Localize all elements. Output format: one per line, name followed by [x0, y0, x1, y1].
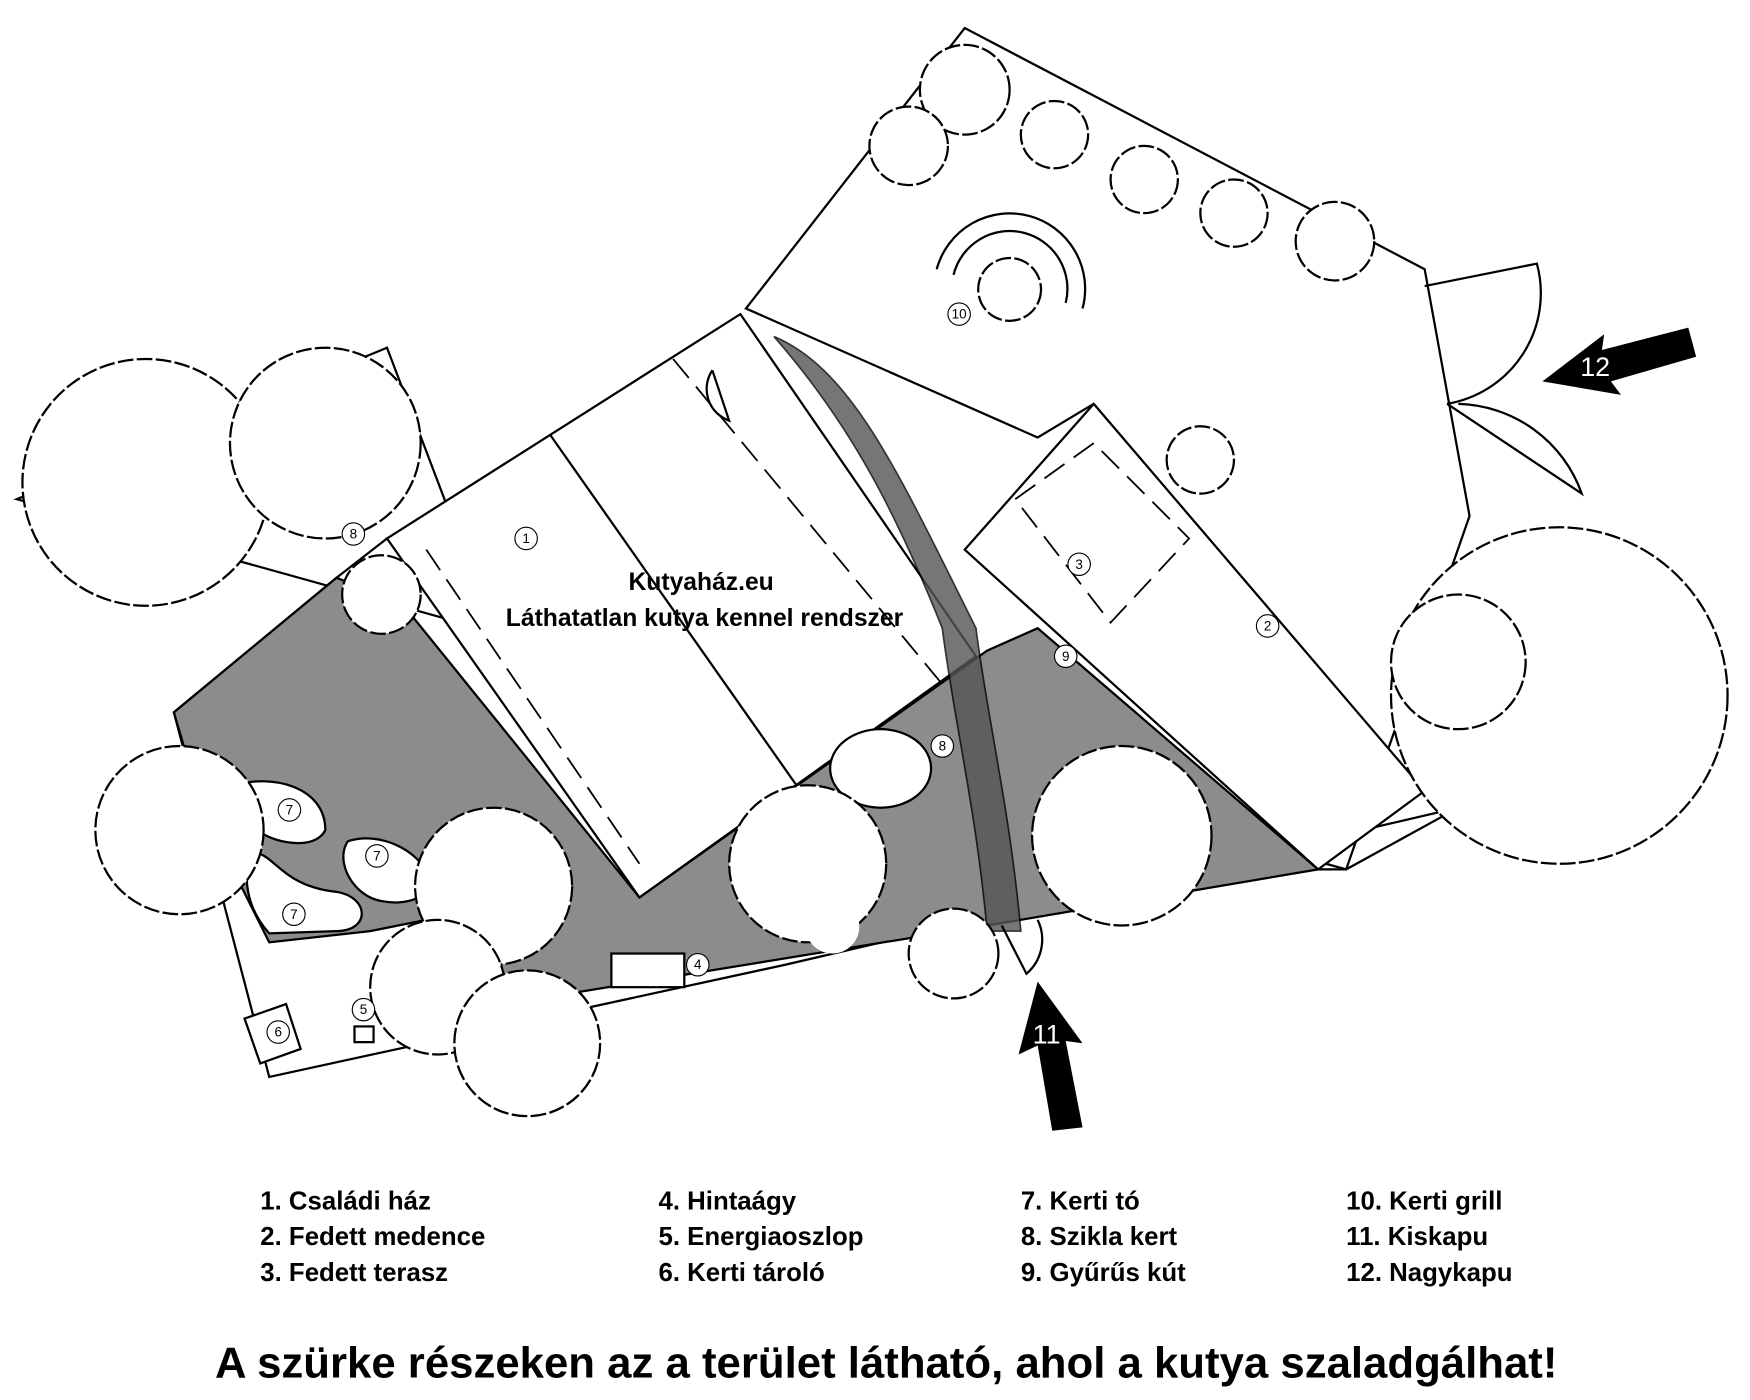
marker-8: 8	[341, 522, 366, 546]
svg-text:5. Energiaoszlop: 5. Energiaoszlop	[658, 1223, 863, 1251]
svg-text:5: 5	[360, 1002, 367, 1017]
marker-7: 7	[277, 798, 302, 822]
footer-note: A szürke részeken az a terület látható, …	[215, 1339, 1557, 1388]
svg-text:2. Fedett medence: 2. Fedett medence	[260, 1223, 485, 1251]
house-divider	[548, 433, 798, 786]
rock-garden	[829, 728, 933, 809]
stone-path	[773, 335, 1022, 932]
arrow-large-gate: 12	[1542, 327, 1697, 395]
grill-shrubs	[977, 256, 1043, 322]
svg-text:8. Szikla kert: 8. Szikla kert	[1021, 1223, 1178, 1251]
svg-text:11. Kiskapu: 11. Kiskapu	[1346, 1223, 1488, 1251]
marker-4: 4	[685, 952, 710, 977]
marker-6: 6	[266, 1020, 290, 1044]
small-gate	[1000, 919, 1044, 976]
svg-text:3: 3	[1075, 557, 1082, 572]
svg-text:2: 2	[1264, 618, 1271, 633]
number-markers: 1 2 3 4 5 6 7 7 7 8 8 9 10	[266, 302, 1280, 1044]
svg-text:7: 7	[373, 848, 380, 863]
arrow-small-gate: 11	[1018, 981, 1083, 1131]
marker-2: 2	[1255, 614, 1280, 638]
svg-text:9: 9	[1062, 649, 1069, 664]
upper-lawn	[744, 26, 1471, 871]
svg-text:10. Kerti grill: 10. Kerti grill	[1346, 1187, 1502, 1215]
site-title: Kutyaház.eu	[629, 569, 774, 596]
garden-grill	[935, 212, 1087, 309]
svg-text:7. Kerti tó: 7. Kerti tó	[1021, 1187, 1140, 1215]
house-divider	[425, 549, 641, 865]
marker-3: 3	[1067, 552, 1091, 577]
svg-text:12: 12	[1580, 352, 1610, 382]
marker-5: 5	[351, 997, 376, 1022]
site-subtitle: Láthatatlan kutya kennel rendszer	[506, 605, 904, 632]
svg-text:12. Nagykapu: 12. Nagykapu	[1346, 1259, 1512, 1287]
swing-bench	[610, 952, 686, 989]
white-spots	[774, 807, 1203, 954]
marker-7: 7	[282, 902, 306, 927]
garden-pond	[245, 851, 363, 935]
svg-text:4: 4	[694, 957, 702, 972]
marker-1: 1	[514, 526, 538, 551]
svg-text:1. Családi ház: 1. Családi ház	[260, 1187, 431, 1215]
svg-text:8: 8	[939, 738, 946, 753]
svg-text:6. Kerti tároló: 6. Kerti tároló	[658, 1259, 824, 1287]
marker-9: 9	[1053, 644, 1078, 669]
svg-text:3. Fedett terasz: 3. Fedett terasz	[260, 1259, 448, 1287]
svg-text:1: 1	[522, 531, 529, 546]
svg-text:7: 7	[290, 907, 297, 922]
svg-text:8: 8	[350, 526, 357, 541]
marker-10: 10	[947, 302, 971, 326]
large-gate	[1424, 262, 1584, 497]
trees	[21, 43, 1729, 1118]
svg-text:10: 10	[952, 307, 967, 322]
house-door	[705, 369, 731, 423]
svg-text:4. Hintaágy: 4. Hintaágy	[658, 1187, 796, 1215]
power-pole	[353, 1025, 375, 1044]
marker-7: 7	[365, 844, 389, 868]
covered-terrace	[1013, 441, 1191, 624]
legend: 1. Családi ház 2. Fedett medence 3. Fede…	[260, 1187, 1512, 1287]
svg-text:7: 7	[286, 802, 293, 817]
svg-text:6: 6	[274, 1025, 281, 1040]
svg-text:9. Gyűrűs kút: 9. Gyűrűs kút	[1021, 1259, 1186, 1287]
svg-text:11: 11	[1033, 1019, 1061, 1049]
marker-8: 8	[930, 734, 955, 758]
